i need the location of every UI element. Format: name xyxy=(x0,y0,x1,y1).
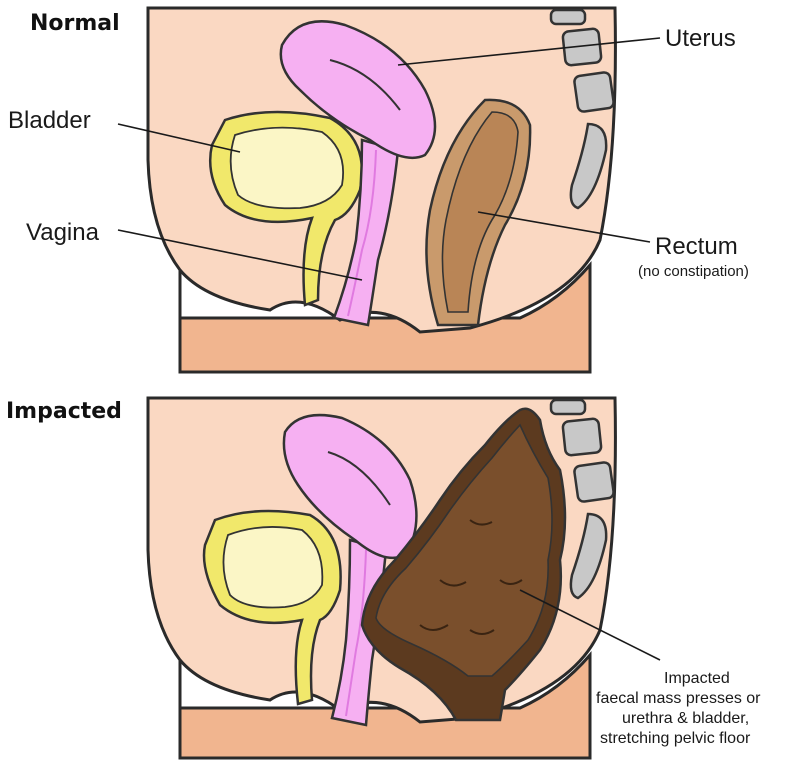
panel-heading: Normal xyxy=(30,11,120,36)
bladder-label: Bladder xyxy=(8,107,91,134)
bladder-cavity xyxy=(231,128,343,209)
uterus-label: Uterus xyxy=(665,25,736,52)
impacted-note-line2: faecal mass presses or xyxy=(596,690,761,707)
impacted-note-line1: Impacted xyxy=(664,670,730,687)
impacted-note-line3: urethra & bladder, xyxy=(622,710,749,727)
vertebra xyxy=(574,72,615,113)
vagina-label: Vagina xyxy=(26,219,100,246)
normal-panel: Normal Uterus Bladder Vagina Rectum (no … xyxy=(8,8,749,372)
vertebra xyxy=(562,418,601,456)
bladder-cavity xyxy=(223,527,322,608)
vertebra xyxy=(551,10,585,24)
rectum-note: (no constipation) xyxy=(638,263,749,280)
vertebra xyxy=(551,400,585,414)
rectum-label: Rectum xyxy=(655,233,738,260)
impacted-panel: Impacted Impacted faecal mass presses or… xyxy=(6,398,761,758)
panel-heading: Impacted xyxy=(6,399,122,424)
impacted-note-line4: stretching pelvic floor xyxy=(600,730,751,747)
vertebra xyxy=(574,462,615,503)
